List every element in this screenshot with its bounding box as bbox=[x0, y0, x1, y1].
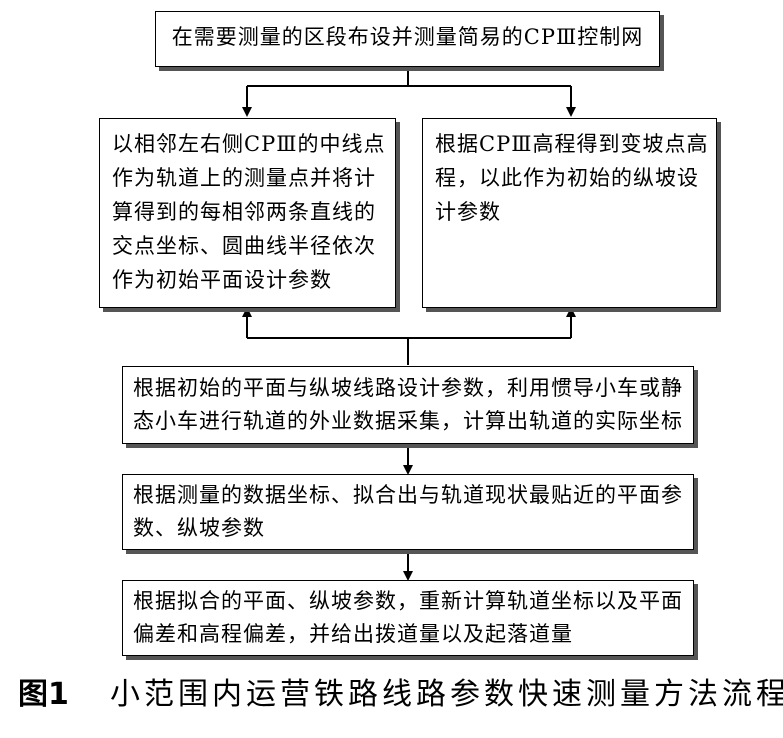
step-3-text-line: 态小车进行轨道的外业数据采集，计算出轨道的实际坐标 bbox=[133, 409, 683, 433]
right-text-line: 计参数 bbox=[435, 200, 501, 224]
step-4-text-line: 根据测量的数据坐标、拟合出与轨道现状最贴近的平面参 bbox=[133, 483, 683, 507]
step-4-box: 根据测量的数据坐标、拟合出与轨道现状最贴近的平面参 数、纵坡参数 bbox=[122, 474, 694, 550]
figure-caption: 图1 小范围内运营铁路线路参数快速测量方法流程 bbox=[0, 670, 783, 720]
step-top-text: 在需要测量的区段布设并测量简易的CPⅢ控制网 bbox=[171, 25, 644, 49]
step-left-box: 以相邻左右侧CPⅢ的中线点 作为轨道上的测量点并将计 算得到的每相邻两条直线的 … bbox=[99, 118, 396, 308]
right-text-line: 根据CPⅢ高程得到变坡点高 bbox=[435, 132, 709, 156]
flow-connectors bbox=[242, 67, 576, 581]
left-text-line: 作为初始平面设计参数 bbox=[112, 268, 332, 292]
step-5-text-line: 根据拟合的平面、纵坡参数，重新计算轨道坐标以及平面 bbox=[133, 589, 683, 613]
figure-number: 图1 bbox=[18, 677, 69, 712]
figure-title: 小范围内运营铁路线路参数快速测量方法流程 bbox=[110, 677, 783, 712]
step-right-box: 根据CPⅢ高程得到变坡点高 程，以此作为初始的纵坡设 计参数 bbox=[422, 118, 717, 308]
step-4-text-line: 数、纵坡参数 bbox=[133, 516, 265, 540]
step-3-box: 根据初始的平面与纵坡线路设计参数，利用惯导小车或静 态小车进行轨道的外业数据采集… bbox=[122, 366, 694, 444]
step-5-text-line: 偏差和高程偏差，并给出拨道量以及起落道量 bbox=[133, 622, 573, 646]
left-text-line: 交点坐标、圆曲线半径依次 bbox=[112, 234, 376, 258]
step-5-box: 根据拟合的平面、纵坡参数，重新计算轨道坐标以及平面 偏差和高程偏差，并给出拨道量… bbox=[122, 580, 694, 656]
step-3-text-line: 根据初始的平面与纵坡线路设计参数，利用惯导小车或静 bbox=[133, 376, 683, 400]
step-top-box: 在需要测量的区段布设并测量简易的CPⅢ控制网 bbox=[155, 11, 660, 67]
left-text-line: 作为轨道上的测量点并将计 bbox=[112, 166, 376, 190]
left-text-line: 算得到的每相邻两条直线的 bbox=[112, 200, 376, 224]
left-text-line: 以相邻左右侧CPⅢ的中线点 bbox=[112, 132, 386, 156]
right-text-line: 程，以此作为初始的纵坡设 bbox=[435, 166, 699, 190]
